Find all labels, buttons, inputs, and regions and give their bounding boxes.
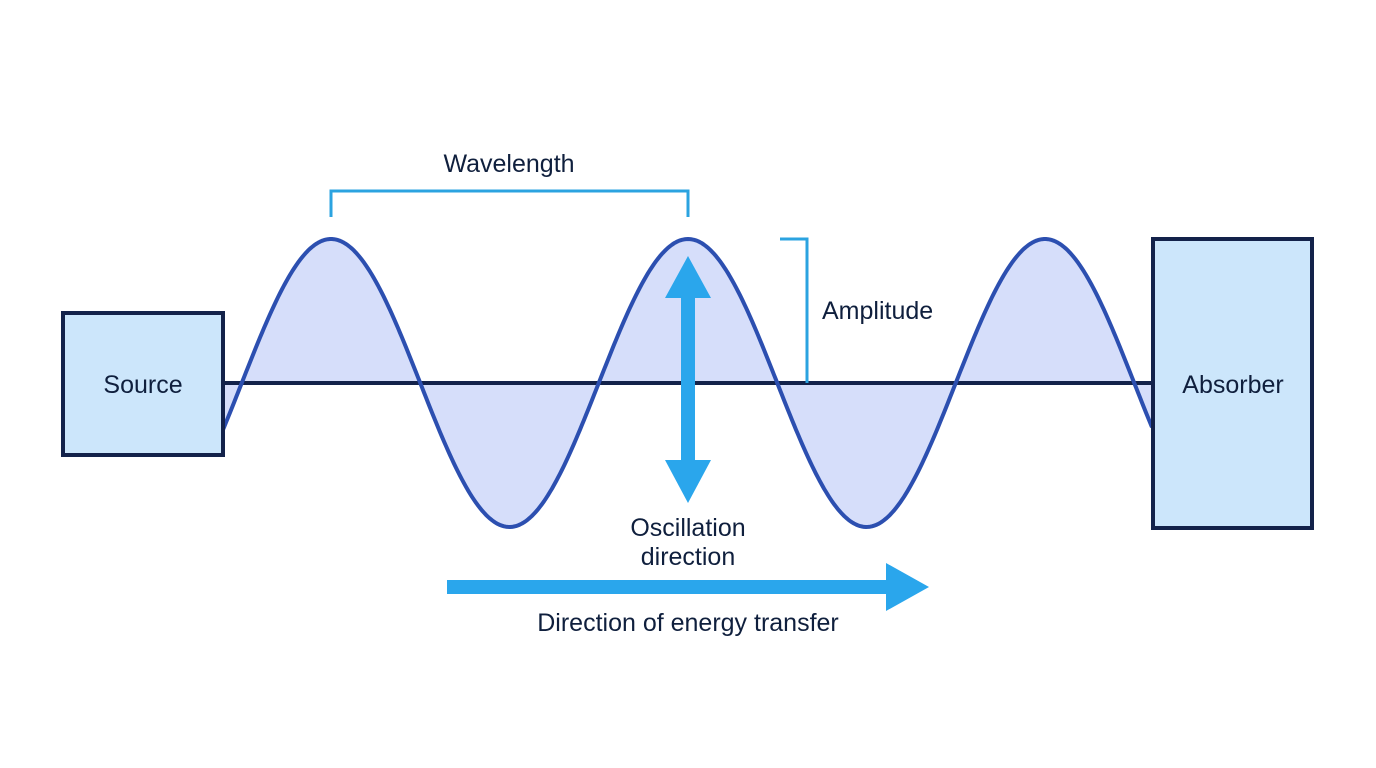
absorber-box: Absorber	[1151, 237, 1314, 530]
source-label: Source	[103, 371, 182, 399]
absorber-label: Absorber	[1182, 371, 1283, 399]
energy-transfer-label: Direction of energy transfer	[537, 609, 839, 637]
oscillation-arrow	[665, 256, 711, 503]
amplitude-bracket	[780, 237, 809, 383]
amplitude-label: Amplitude	[822, 297, 933, 325]
wave-curve	[220, 237, 1154, 529]
source-box: Source	[61, 311, 225, 457]
wavelength-bracket	[329, 189, 690, 217]
wavelength-label: Wavelength	[443, 150, 574, 178]
oscillation-label-line2: direction	[641, 543, 736, 571]
oscillation-label-line1: Oscillation	[630, 514, 745, 542]
energy-transfer-arrow	[447, 563, 929, 611]
